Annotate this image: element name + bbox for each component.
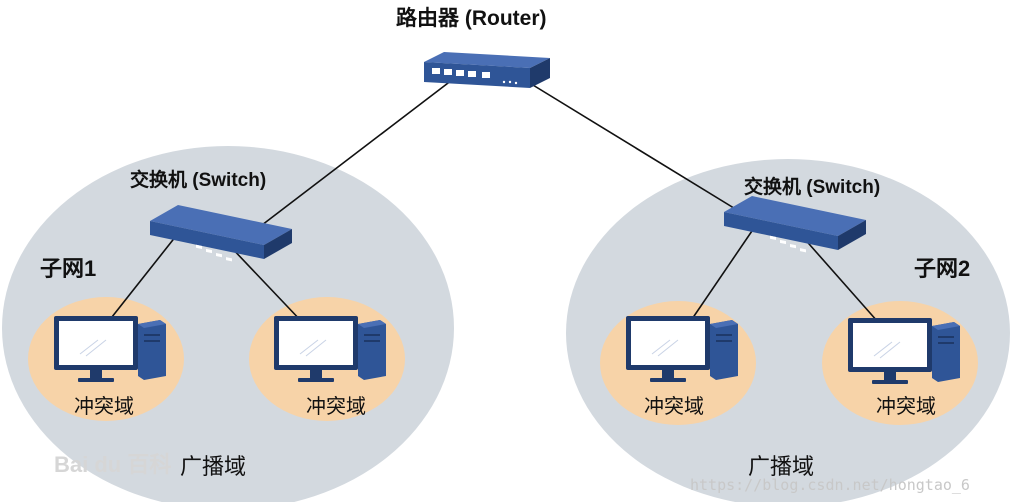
left-switch-label: 交换机 (Switch): [130, 168, 266, 191]
network-links: [107, 79, 879, 325]
link-left-switch-pc2: [227, 243, 305, 325]
broadcast-label-right: 广播域: [748, 454, 814, 479]
collision-label-right-1: 冲突域: [644, 395, 704, 418]
link-left-switch-pc1: [107, 235, 177, 323]
collision-label-left-1: 冲突域: [74, 395, 134, 418]
link-right-switch-pc2: [801, 235, 879, 323]
link-right-switch-pc1: [689, 227, 755, 323]
left-subnet-label: 子网1: [40, 256, 96, 281]
link-router-left-switch: [261, 79, 453, 226]
collision-label-left-2: 冲突域: [306, 395, 366, 418]
collision-label-right-2: 冲突域: [876, 395, 936, 418]
link-router-right-switch: [527, 81, 743, 214]
broadcast-label-left: 广播域: [180, 454, 246, 479]
router-label: 路由器 (Router): [396, 6, 547, 30]
right-switch-label: 交换机 (Switch): [744, 175, 880, 198]
router-icon: [424, 52, 550, 88]
csdn-watermark: https://blog.csdn.net/hongtao_6: [690, 476, 970, 494]
right-subnet-label: 子网2: [914, 256, 970, 281]
baidu-watermark-logo: Bai du 百科: [54, 452, 171, 477]
